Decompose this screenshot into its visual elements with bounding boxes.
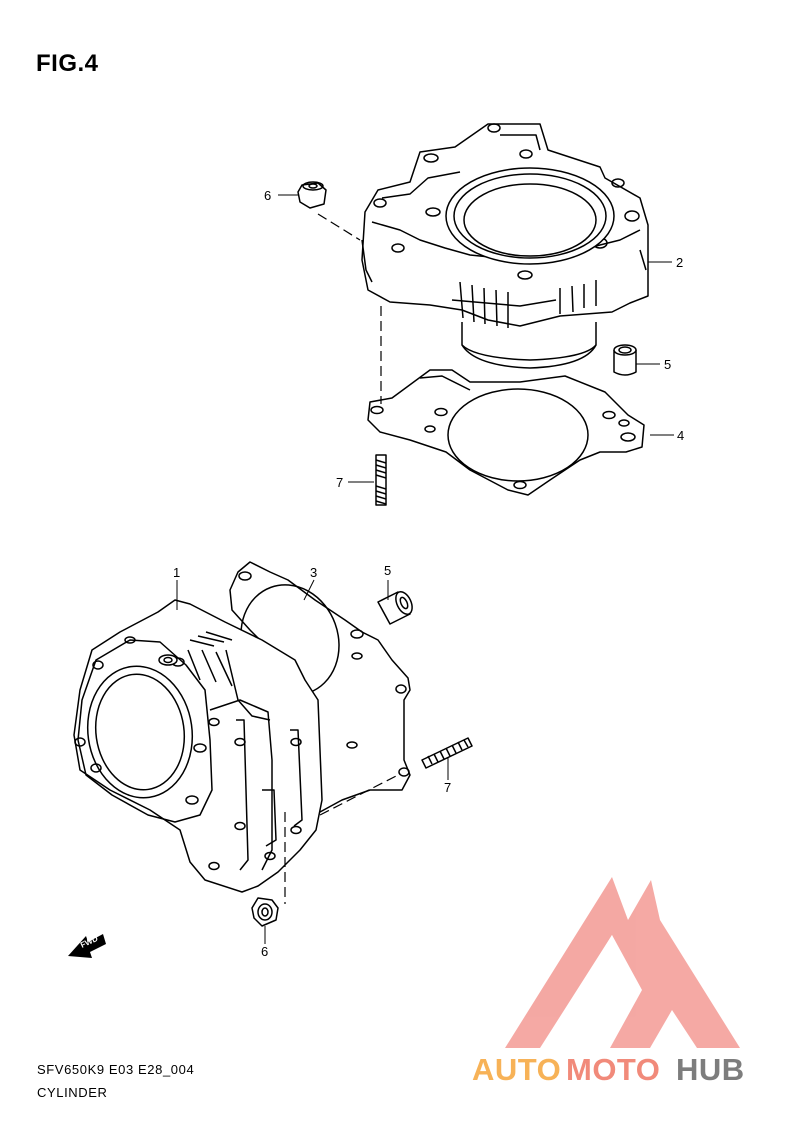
watermark-text: AUTO MOTO HUB (472, 1052, 745, 1087)
logo-triangle-shape (505, 877, 740, 1048)
callout-top-6: 6 (264, 188, 271, 203)
callout-bot-5: 5 (384, 563, 391, 578)
watermark-logo-icon (505, 877, 740, 1048)
cylinder-block-side-view (73, 599, 323, 893)
diagram-code: SFV650K9 E03 E28_004 (37, 1062, 195, 1077)
nut-bottom (251, 897, 279, 927)
callout-top-2: 2 (676, 255, 683, 270)
fwd-arrow-icon: FWD (68, 934, 106, 958)
callout-top-4: 4 (677, 428, 684, 443)
dowel-pin-bottom (377, 590, 413, 625)
watermark-hub: HUB (676, 1052, 745, 1087)
callout-top-7: 7 (336, 475, 343, 490)
nut-leader-line (317, 213, 361, 241)
diagram-name: CYLINDER (37, 1085, 108, 1100)
callout-bot-1: 1 (173, 565, 180, 580)
stud-bolt-top (375, 454, 387, 506)
dowel-pin-top (613, 344, 637, 376)
nut-top (297, 181, 327, 209)
callout-bot-6: 6 (261, 944, 268, 959)
watermark-auto: AUTO (472, 1052, 561, 1087)
cylinder-block-top-view (361, 123, 649, 369)
callout-bot-7: 7 (444, 780, 451, 795)
base-gasket-top (367, 369, 645, 496)
callout-bot-3: 3 (310, 565, 317, 580)
figure-title: FIG.4 (36, 50, 99, 77)
leader-bot-3 (303, 579, 315, 601)
callout-top-5: 5 (664, 357, 671, 372)
watermark-moto: MOTO (566, 1052, 660, 1087)
logo-inner-cut (572, 935, 620, 1000)
stud-bolt-bottom (421, 737, 473, 769)
